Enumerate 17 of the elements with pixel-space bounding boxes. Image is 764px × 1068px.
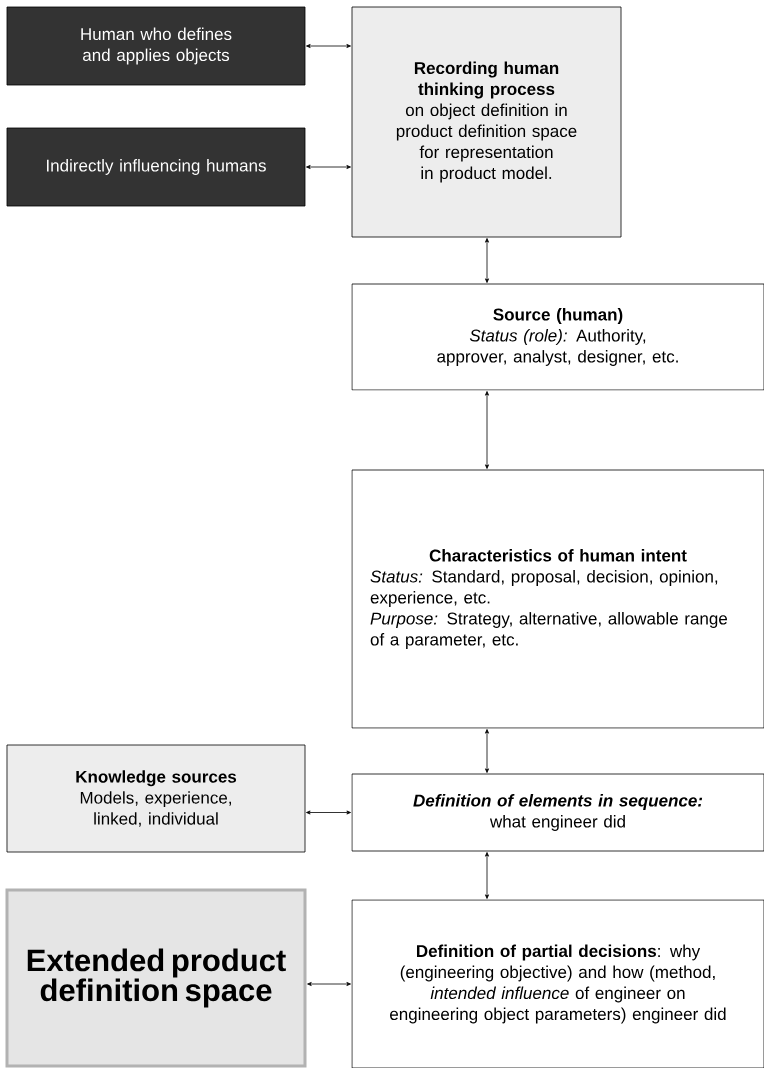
arrow <box>485 852 489 899</box>
arrow <box>306 44 351 48</box>
process-box: Source (human) Status (role): Authority, approver, analyst, designer, etc. <box>351 283 764 391</box>
arrow <box>306 165 351 169</box>
arrow <box>485 391 489 469</box>
process-box: Characteristics of human intent Status: Standard, proposal, decision, opinion, experience, etc. Purpose: Strategy, alternative, allowable range of a parameter, etc. <box>351 469 764 729</box>
process-box: Recording human thinking process on object definition in product definition space for representation in product model. <box>351 6 622 238</box>
dark-box: Indirectly influencing humans <box>6 127 306 207</box>
arrow <box>485 729 489 773</box>
arrow <box>306 810 351 815</box>
dark-box: Human who defines and applies objects <box>6 6 306 86</box>
arrow <box>307 982 351 986</box>
process-box: Definition of partial decisions: why (engineering objective) and how (method, intended influence of engineer on engineering object parameters) engineer did <box>351 899 764 1068</box>
arrow <box>485 238 489 283</box>
process-box: Knowledge sources Models, experience, linked, individual <box>6 744 306 853</box>
space-box: Extended product definition space <box>5 888 307 1068</box>
process-box: Definition of elements in sequence: what engineer did <box>351 773 764 852</box>
